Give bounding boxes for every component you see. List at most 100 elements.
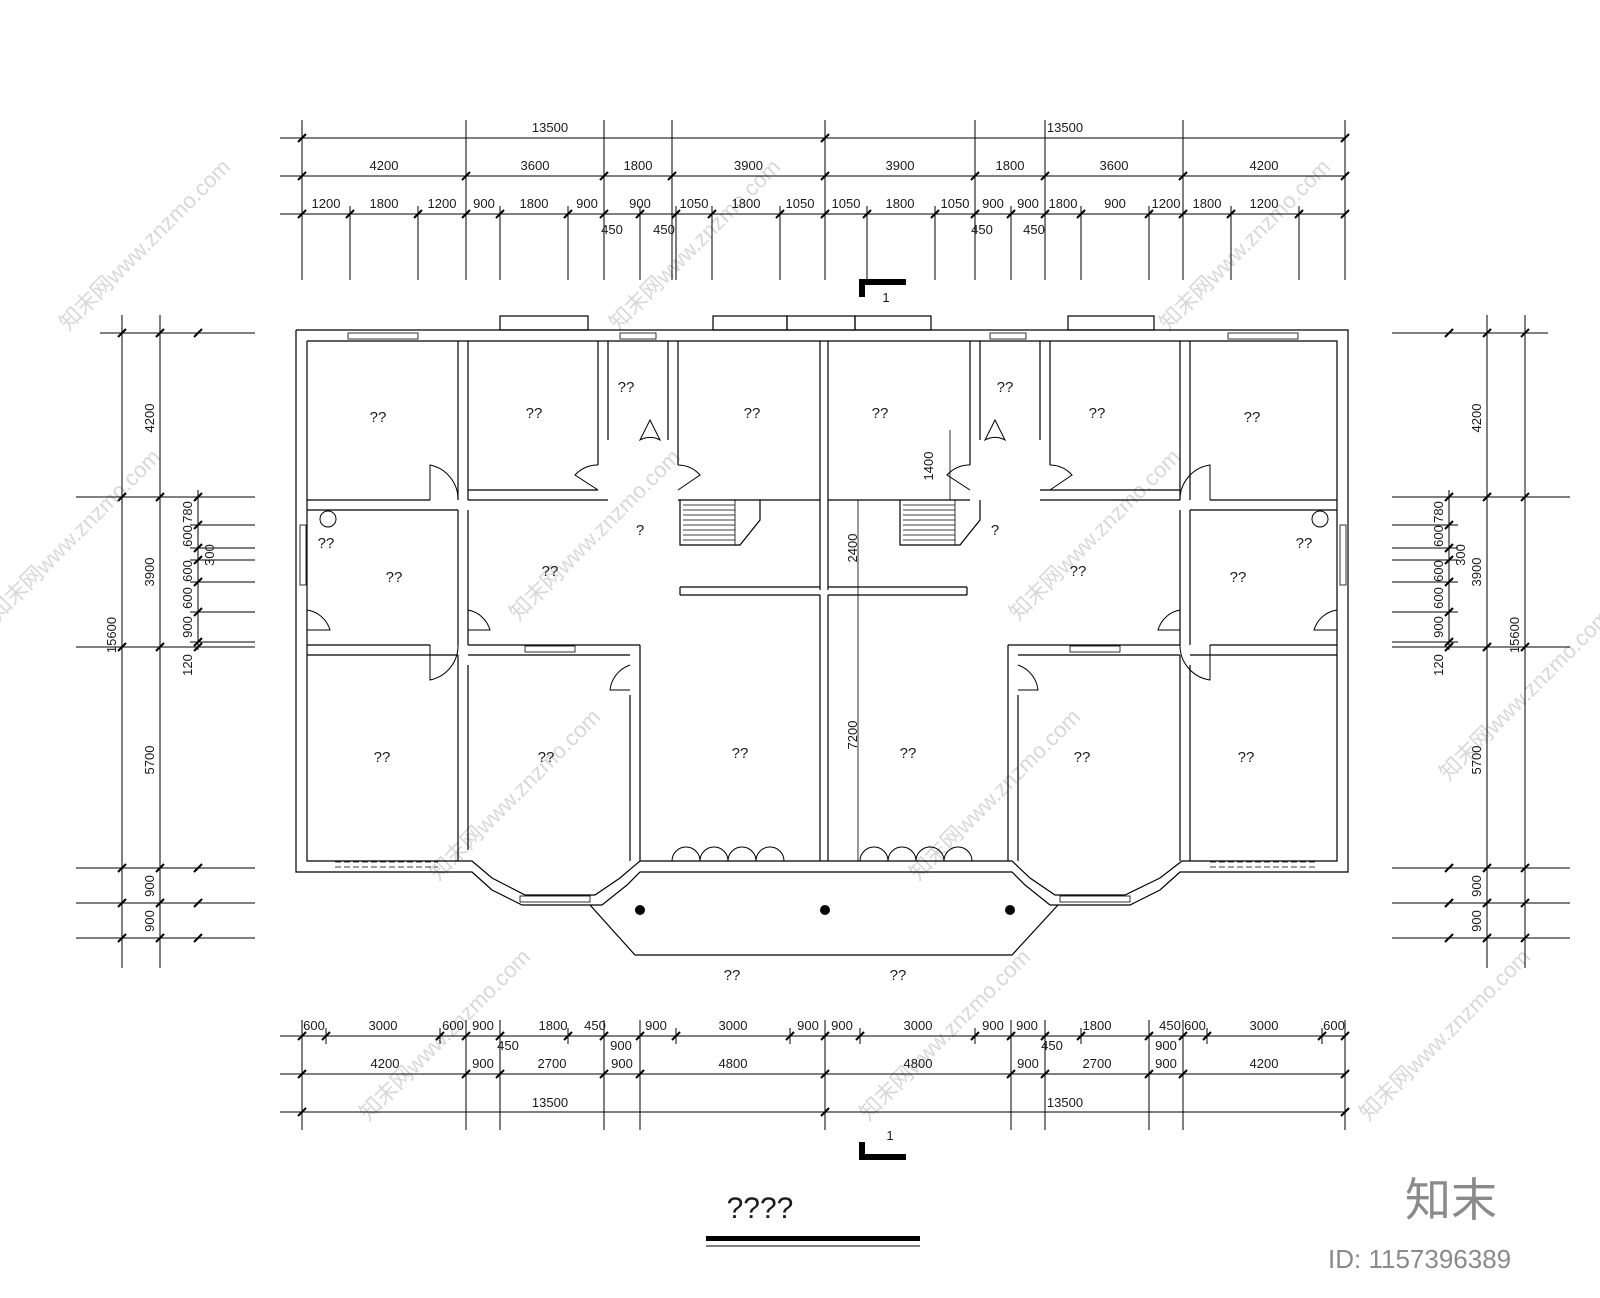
left-dim-total: 15600 [104,617,119,653]
room-label: ?? [1089,405,1106,422]
room-label: ?? [538,749,555,766]
right-dim: 900 [1469,875,1484,897]
top-dim-detail: 1800 [1049,196,1078,211]
watermark-text: 知末网www.znzmo.com [0,444,165,625]
top-dim-segment: 3600 [521,158,550,173]
bottom-dim-detail: 3000 [1250,1018,1279,1033]
left-dim-detail: 600 [180,560,195,582]
left-dim: 900 [142,875,157,897]
right-dim-detail: 600 [1431,525,1446,547]
room-label: ?? [744,405,761,422]
top-dim-segment: 4200 [1250,158,1279,173]
top-dim-total-left: 13500 [532,120,568,135]
bottom-dim-detail: 3000 [719,1018,748,1033]
bottom-dim-small: 900 [610,1038,632,1053]
watermark-layer: 知末网www.znzmo.com 知末网www.znzmo.com 知末网www.z… [0,154,1600,1125]
top-dim-detail: 900 [982,196,1004,211]
watermark-text: 知末网www.znzmo.com [1354,944,1535,1125]
top-dim-detail: 1800 [370,196,399,211]
top-dim-detail: 1050 [786,196,815,211]
room-label: ?? [1296,535,1313,552]
inner-dimension: 1400 2400 7200 [845,430,951,861]
room-label: ?? [318,535,335,552]
watermark-text: 知末网www.znzmo.com [854,944,1035,1125]
left-dim-detail: 900 [180,616,195,638]
right-dim: 4200 [1469,404,1484,433]
bottom-dim-detail: 900 [472,1018,494,1033]
room-label: ?? [370,409,387,426]
left-dimension-lines [76,315,255,968]
windows [299,332,1347,903]
top-dim-detail: 1050 [832,196,861,211]
room-label: ?? [900,745,917,762]
stair-left [683,500,736,545]
room-label: ?? [1244,409,1261,426]
top-dim-segment: 4200 [370,158,399,173]
right-dim-detail: 120 [1431,654,1446,676]
top-dimension-lines [280,120,1350,280]
top-dim-small: 450 [971,222,993,237]
bottom-dim-detail: 1800 [1083,1018,1112,1033]
bottom-dim-segment: 900 [1017,1056,1039,1071]
top-dim-segment: 1800 [624,158,653,173]
room-label: ?? [374,749,391,766]
room-label: ?? [1230,569,1247,586]
section-mark-label: 1 [886,1128,893,1143]
watermark-text: 知末网www.znzmo.com [54,154,235,335]
bottom-dimension-lines [280,1020,1350,1130]
left-dim-detail: 600 [180,525,195,547]
top-dim-small: 450 [653,222,675,237]
bottom-dim-detail: 600 [1184,1018,1206,1033]
top-dim-detail: 1050 [941,196,970,211]
right-dim-detail: 600 [1431,587,1446,609]
bottom-dim-detail: 600 [1323,1018,1345,1033]
top-dim-detail: 1200 [312,196,341,211]
room-label: ?? [1074,749,1091,766]
left-dim: 3900 [142,558,157,587]
room-label: ?? [997,379,1014,396]
bottom-dim-small: 450 [497,1038,519,1053]
right-dim-detail: 300 [1453,544,1468,566]
bottom-dim-segment: 4200 [1250,1056,1279,1071]
bottom-dim-detail: 900 [982,1018,1004,1033]
bottom-dim-segment: 2700 [1083,1056,1112,1071]
top-dim-detail: 1200 [1250,196,1279,211]
left-dim-detail: 600 [180,587,195,609]
room-label: ?? [1070,563,1087,580]
watermark-text: 知末网www.znzmo.com [354,944,535,1125]
bottom-dim-detail: 450 [584,1018,606,1033]
inner-dim-1400: 1400 [921,452,936,481]
porch-columns [635,905,1015,915]
fixtures [319,510,1329,528]
top-dim-detail: 1200 [1152,196,1181,211]
doors [306,418,1338,862]
right-dim-detail: 600 [1431,560,1446,582]
room-labels: ?? ?? ?? ?? ?? ?? ?? ?? ?? ?? ?? ?? ?? ?… [318,379,1313,984]
watermark-text: 知末网www.znzmo.com [1004,444,1185,625]
stair-right [903,500,956,545]
right-dimension-texts: 4200 3900 5700 900 900 15600 780 600 600… [1431,404,1522,932]
top-dim-detail: 1800 [886,196,915,211]
top-dim-segment: 1800 [996,158,1025,173]
watermark-text: 知末网www.znzmo.com [504,444,685,625]
bottom-dim-detail: 450 [1159,1018,1181,1033]
bottom-dim-detail: 900 [1016,1018,1038,1033]
bottom-dim-segment: 900 [611,1056,633,1071]
bottom-dim-detail: 600 [303,1018,325,1033]
top-dim-detail: 1800 [1193,196,1222,211]
room-label: ?? [542,563,559,580]
watermark-text: 知末网www.znzmo.com [904,704,1085,885]
bottom-dim-segment: 4800 [719,1056,748,1071]
top-dim-detail: 900 [629,196,651,211]
bottom-dim-detail: 1800 [539,1018,568,1033]
drawing-title-text: ???? [727,1192,794,1225]
small-label: ? [636,522,644,539]
top-dim-segment: 3900 [886,158,915,173]
bottom-dim-segment: 900 [1155,1056,1177,1071]
top-dim-small: 450 [1023,222,1045,237]
room-label: ?? [732,745,749,762]
watermark-text: 知末网www.znzmo.com [424,704,605,885]
section-mark-label: 1 [882,290,889,305]
